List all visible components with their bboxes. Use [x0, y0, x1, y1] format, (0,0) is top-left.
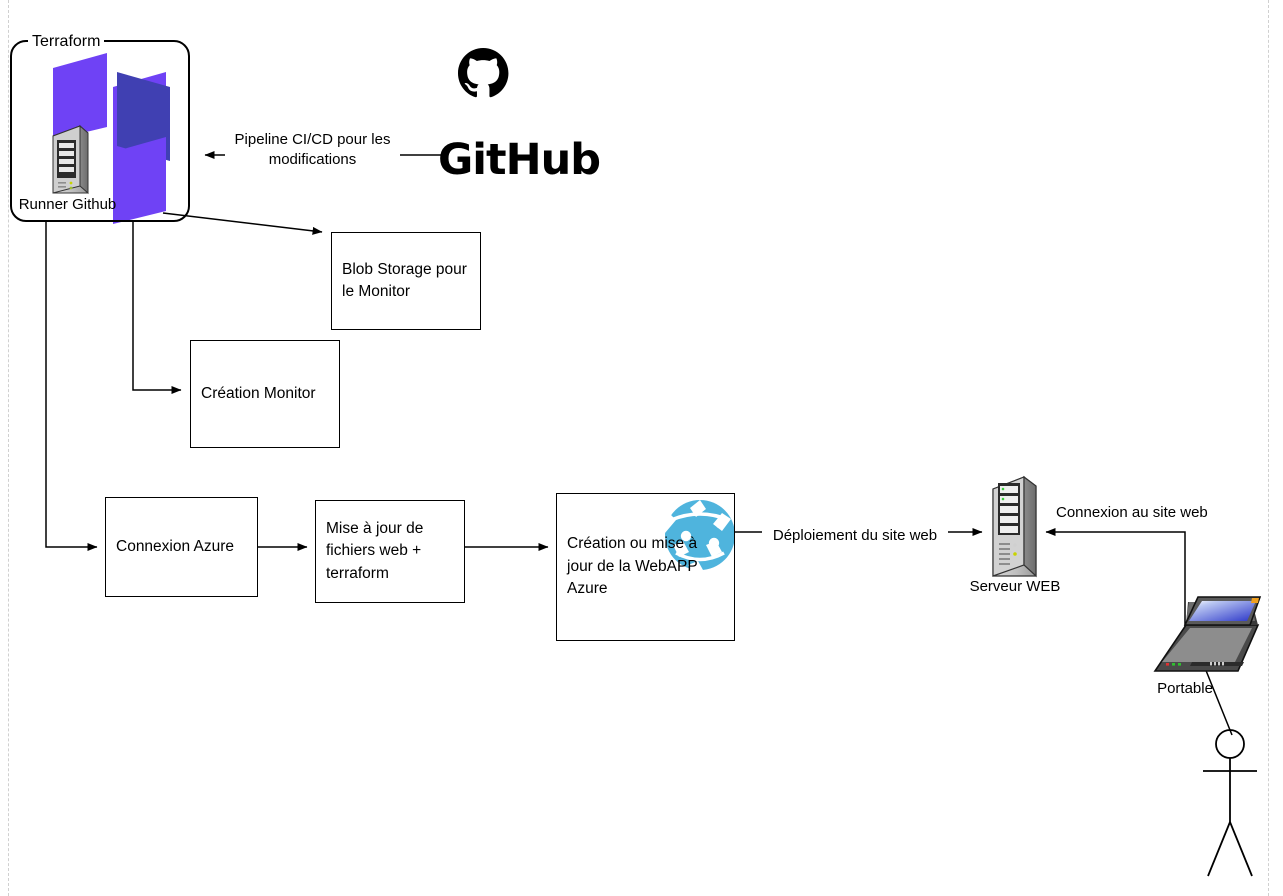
user-actor-icon: [1203, 729, 1257, 877]
runner-github-server-icon: [52, 124, 89, 195]
node-mise-a-jour-fichiers[interactable]: Mise à jour de fichiers web + terraform: [315, 500, 465, 603]
serveur-web-label: Serveur WEB: [969, 578, 1061, 595]
github-wordmark: GitHub: [438, 135, 601, 185]
node-connexion-azure[interactable]: Connexion Azure: [105, 497, 258, 597]
edge-terraform-to-connexion-azure: [45, 222, 98, 551]
node-connexion-azure-label: Connexion Azure: [116, 537, 235, 555]
portable-label: Portable: [1157, 680, 1213, 697]
edge-terraform-to-monitor: [132, 222, 182, 394]
edge-connexion-au-site-web: [1045, 528, 1186, 640]
runner-github-label: Runner Github: [18, 196, 117, 213]
node-blob-storage-label: Blob Storage pour le Monitor: [342, 260, 467, 300]
edge-label-connexion-site: Connexion au site web: [1056, 503, 1228, 524]
azure-web-globe-icon: [660, 500, 735, 574]
edge-label-pipeline: Pipeline CI/CD pour les modifications: [225, 130, 400, 171]
serveur-web-server-icon: [992, 475, 1037, 578]
node-blob-storage[interactable]: Blob Storage pour le Monitor: [331, 232, 481, 330]
page-guide-right: [1268, 0, 1269, 896]
terraform-group-title: Terraform: [28, 34, 105, 50]
github-octocat-icon: [458, 48, 509, 98]
node-creation-monitor-label: Création Monitor: [201, 384, 316, 402]
node-webapp-azure[interactable]: Création ou mise à jour de la WebAPP Azu…: [556, 493, 735, 641]
page-guide-left: [8, 0, 9, 896]
edge-terraform-to-blob: [162, 212, 323, 235]
node-creation-monitor[interactable]: Création Monitor: [190, 340, 340, 448]
edge-label-deploiement: Déploiement du site web: [762, 526, 948, 547]
node-webapp-azure-label: Création ou mise à jour de la WebAPP Azu…: [567, 535, 698, 598]
laptop-icon: [1153, 596, 1262, 672]
edge-actor-to-portable: [1204, 667, 1233, 736]
terraform-logo-icon: [53, 53, 170, 224]
terraform-group-box[interactable]: [10, 40, 190, 222]
node-mise-a-jour-fichiers-label: Mise à jour de fichiers web + terraform: [326, 519, 424, 582]
